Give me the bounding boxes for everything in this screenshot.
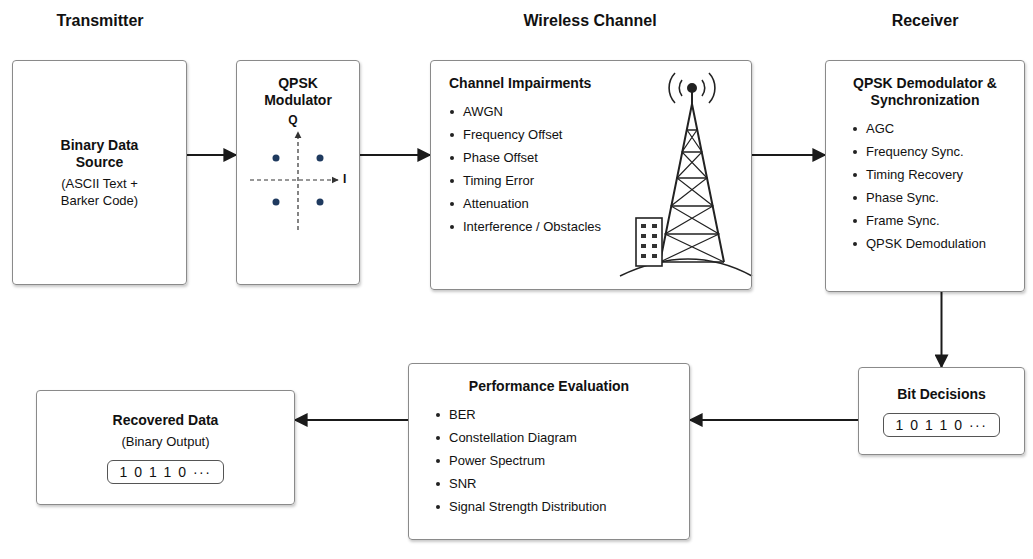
bullet-item: BER bbox=[435, 407, 671, 422]
box-heading: Bit Decisions bbox=[897, 386, 986, 403]
flow-arrow bbox=[295, 419, 408, 421]
box-heading: QPSK Modulator bbox=[247, 75, 349, 109]
channel-box: Channel ImpairmentsAWGN Frequency OffsetP… bbox=[430, 60, 752, 290]
flow-arrow bbox=[690, 419, 858, 421]
bit-string: 1 0 1 1 0 ··· bbox=[896, 417, 988, 433]
bit-sequence: 1 0 1 1 0 ··· bbox=[107, 460, 225, 484]
axis-label: Q bbox=[288, 113, 297, 127]
bullet-item: Phase Sync. bbox=[852, 190, 1006, 205]
bullet-item: Timing Error bbox=[449, 173, 733, 188]
flow-arrow bbox=[187, 154, 236, 156]
bit-string: 1 0 1 1 0 ··· bbox=[120, 464, 212, 480]
box-heading: QPSK Demodulator & Synchronization bbox=[844, 75, 1006, 109]
bullet-item: Frame Sync. bbox=[852, 213, 1006, 228]
modulator-box: QPSK Modulator bbox=[236, 60, 360, 285]
bullet-item: Timing Recovery bbox=[852, 167, 1006, 182]
tower-illustration bbox=[620, 73, 752, 276]
bullet-item: Frequency Sync. bbox=[852, 144, 1006, 159]
bullet-item: SNR bbox=[435, 476, 671, 491]
box-heading: Binary Data Source bbox=[41, 137, 158, 171]
source-box: Binary Data Source (ASCII Text + Barker C… bbox=[12, 60, 187, 285]
flow-arrow bbox=[941, 292, 943, 367]
bullet-item: AWGN bbox=[449, 104, 733, 119]
box-heading: Recovered Data bbox=[113, 412, 219, 429]
bullet-item: Signal Strength Distribution bbox=[435, 499, 671, 514]
decision-box: Bit Decisions 1 0 1 1 0 ··· bbox=[858, 367, 1025, 455]
bullet-item: AGC bbox=[852, 121, 1006, 136]
flow-arrow bbox=[360, 154, 430, 156]
constellation bbox=[250, 132, 338, 230]
box-heading: Performance Evaluation bbox=[427, 378, 671, 395]
box-subtitle: (ASCII Text + Barker Code) bbox=[41, 175, 158, 209]
bullet-item: Interference / Obstacles bbox=[449, 219, 733, 234]
bullet-item: Power Spectrum bbox=[435, 453, 671, 468]
bit-sequence: 1 0 1 1 0 ··· bbox=[883, 413, 1001, 437]
column-heading: Transmitter bbox=[56, 12, 143, 30]
output-box: Recovered Data (Binary Output) 1 0 1 1 0 ·… bbox=[36, 390, 295, 505]
box-subtitle: (Binary Output) bbox=[121, 433, 209, 450]
bullet-item: Phase Offset bbox=[449, 150, 733, 165]
column-heading: Wireless Channel bbox=[523, 12, 656, 30]
bullet-item: Constellation Diagram bbox=[435, 430, 671, 445]
column-heading: Receiver bbox=[892, 12, 959, 30]
bullet-item: Attenuation bbox=[449, 196, 733, 211]
bullet-item: QPSK Demodulation bbox=[852, 236, 1006, 251]
receiver-box: QPSK Demodulator & SynchronizationAGC Fre… bbox=[825, 60, 1025, 292]
flow-arrow bbox=[752, 154, 825, 156]
axis-label: I bbox=[343, 172, 346, 186]
evaluation-box: Performance EvaluationBER Constellation D… bbox=[408, 363, 690, 540]
bullet-item: Frequency Offset bbox=[449, 127, 733, 142]
box-heading: Channel Impairments bbox=[449, 75, 733, 92]
